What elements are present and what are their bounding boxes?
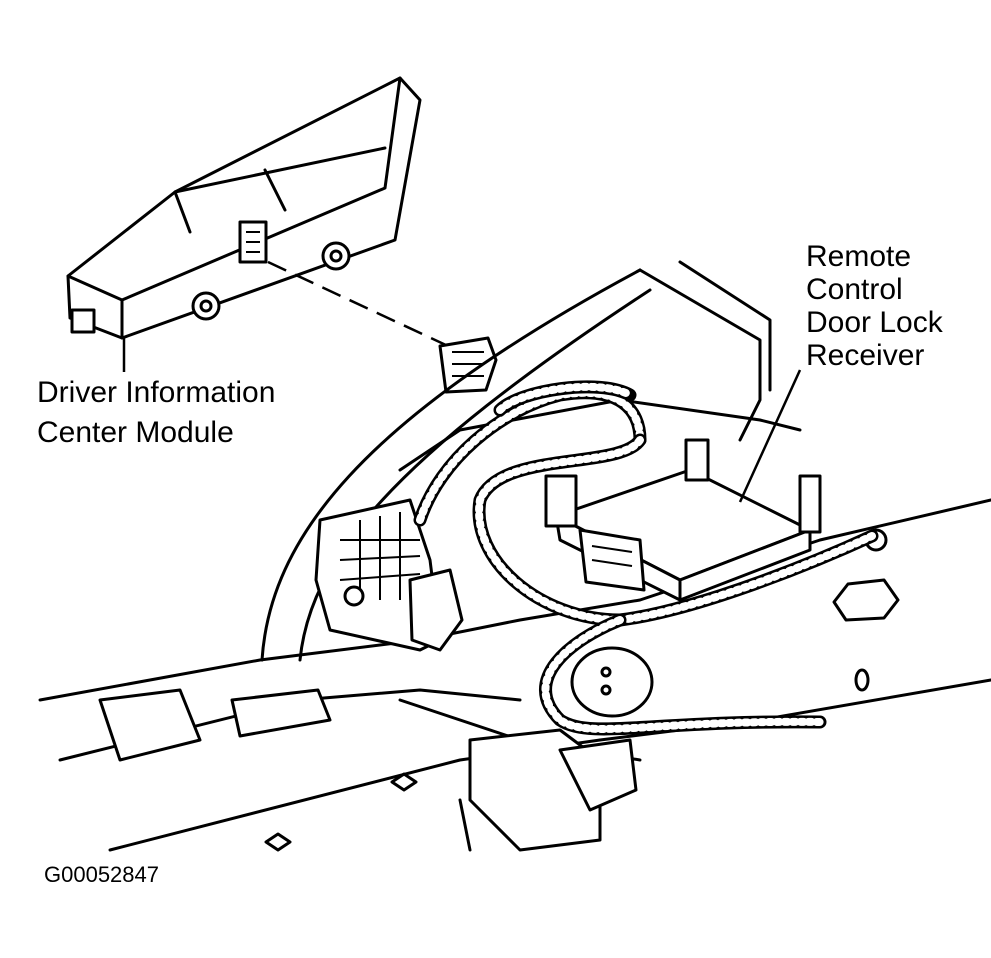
driver-info-center-label: Driver Information Center Module xyxy=(37,376,275,449)
receiver-label-line1: Remote xyxy=(806,240,912,273)
wiring-connector-cluster xyxy=(314,498,464,652)
receiver-label-line3: Door Lock xyxy=(806,306,943,339)
receiver-label: Remote Control Door Lock Receiver xyxy=(806,240,943,372)
driver-information-center-module xyxy=(66,76,422,340)
receiver-label-line2: Control xyxy=(806,273,903,306)
alignment-dash-line xyxy=(267,260,449,348)
driver-info-label-line1: Driver Information xyxy=(37,376,276,409)
vehicle-structure xyxy=(38,260,991,852)
receiver-label-line4: Receiver xyxy=(806,339,925,372)
wiring-harness xyxy=(413,380,879,736)
remote-control-door-lock-receiver xyxy=(544,438,888,602)
leader-line-receiver xyxy=(738,369,802,503)
driver-info-label-line2: Center Module xyxy=(37,416,234,449)
figure-id: G00052847 xyxy=(44,862,159,887)
harness-connector xyxy=(438,336,498,394)
